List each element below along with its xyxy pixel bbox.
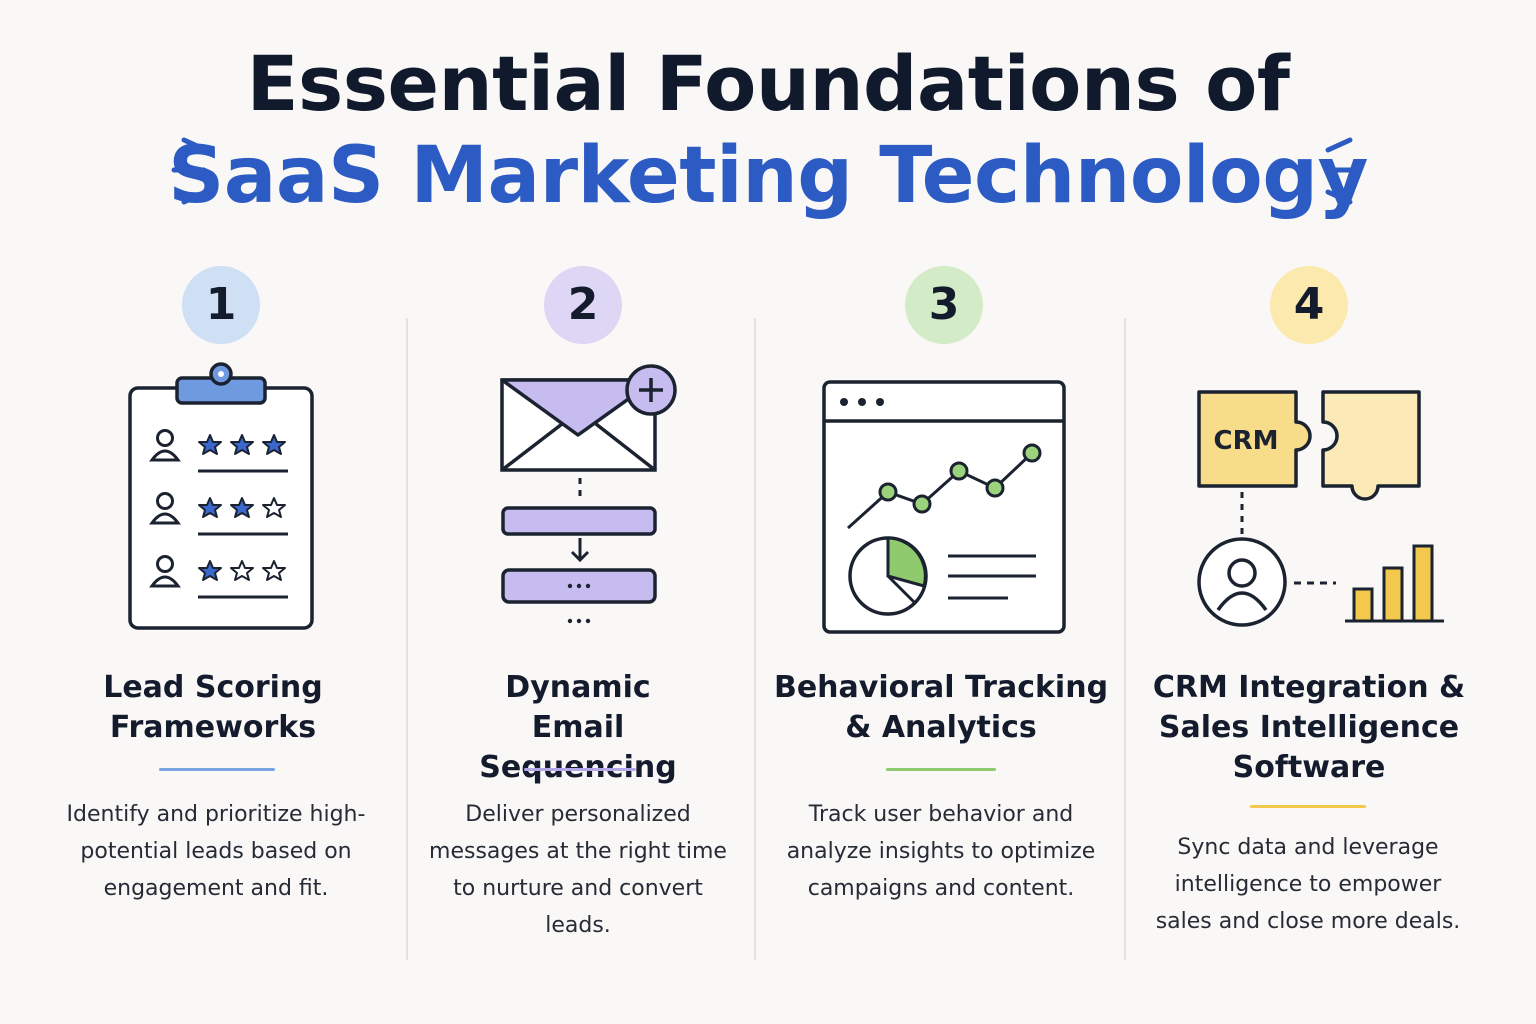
column-description-4: Sync data and leverage intelligence to e… (1155, 835, 1461, 934)
clipboard-lead-scoring-icon (128, 362, 314, 630)
email-sequence-icon (500, 364, 677, 624)
page-title-line-1: Essential Foundations of (246, 39, 1290, 128)
column-title-1: Lead Scoring Frameworks (103, 670, 323, 745)
crm-integration-icon: CRM (1197, 390, 1444, 627)
column-title-3: Behavioral Tracking & Analytics (773, 670, 1109, 745)
column-divider-2 (754, 318, 756, 960)
step-number-badge-3: 3 (905, 266, 983, 344)
spark-right-icon (1325, 137, 1363, 205)
column-underline-2 (524, 768, 636, 771)
column-title-2: Dynamic Email Sequencing (479, 670, 677, 785)
crm-label: CRM (1214, 426, 1279, 456)
step-number-badge-1: 1 (182, 266, 260, 344)
step-number-badge-2: 2 (544, 266, 622, 344)
column-divider-3 (1124, 318, 1126, 960)
column-underline-3 (886, 768, 996, 771)
page-title-line-2: SaaS Marketing Technology (168, 131, 1368, 221)
column-title-4: CRM Integration & Sales Intelligence Sof… (1152, 670, 1466, 785)
column-underline-4 (1250, 805, 1366, 808)
column-underline-1 (159, 768, 275, 771)
spark-left-icon (171, 137, 209, 205)
column-divider-1 (406, 318, 408, 960)
analytics-dashboard-icon (822, 380, 1066, 634)
column-description-2: Deliver personalized messages at the rig… (429, 802, 727, 938)
step-number-badge-4: 4 (1270, 266, 1348, 344)
column-description-1: Identify and prioritize high-potential l… (66, 802, 366, 901)
column-description-3: Track user behavior and analyze insights… (786, 802, 1096, 901)
